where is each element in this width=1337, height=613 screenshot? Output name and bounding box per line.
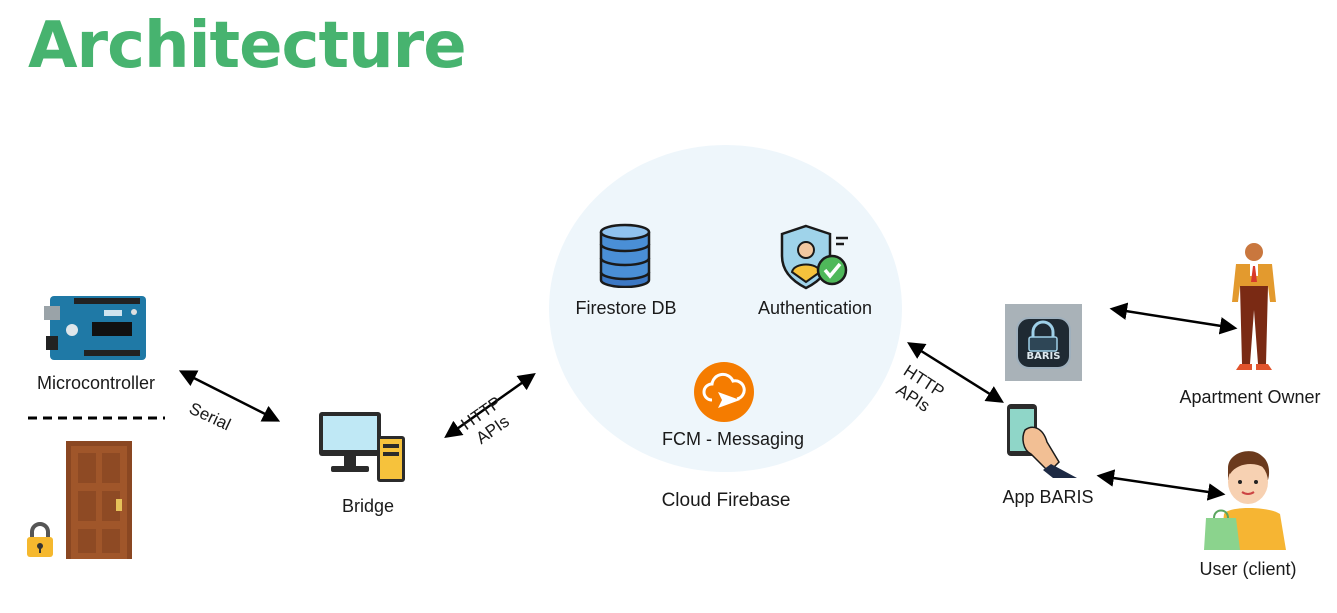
app-logo-text: BARIS — [1026, 351, 1061, 362]
smartphone-hand-icon — [1007, 404, 1077, 478]
user-client-label: User (client) — [1199, 559, 1297, 579]
app-user-arrow — [1096, 469, 1226, 501]
app-logo-tile: BARIS — [1005, 304, 1082, 381]
shopper-icon — [1204, 451, 1286, 550]
microcontroller-label: Microcontroller — [36, 373, 156, 393]
authentication-label: Authentication — [757, 298, 873, 318]
desktop-computer-icon — [319, 412, 405, 482]
padlock-icon — [27, 522, 53, 557]
cloud-messaging-icon — [694, 362, 754, 422]
cloud-firebase-label: Cloud Firebase — [661, 490, 791, 511]
cloud-app-arrow — [907, 342, 1004, 403]
door-icon — [66, 441, 132, 559]
app-logo-icon — [1016, 317, 1071, 369]
shield-user-icon — [780, 224, 848, 290]
fcm-label: FCM - Messaging — [661, 429, 805, 449]
page-title: Architecture — [28, 9, 467, 83]
firestore-label: Firestore DB — [575, 298, 677, 318]
apartment-owner-label: Apartment Owner — [1179, 387, 1321, 407]
app-owner-arrow — [1109, 302, 1238, 335]
app-baris-label: App BARIS — [1002, 487, 1094, 507]
database-icon — [599, 223, 651, 288]
bridge-cloud-arrow — [444, 372, 536, 439]
businessman-icon — [1232, 243, 1276, 370]
bridge-label: Bridge — [341, 496, 395, 516]
arduino-board-icon — [44, 296, 146, 360]
serial-arrow — [178, 370, 281, 422]
